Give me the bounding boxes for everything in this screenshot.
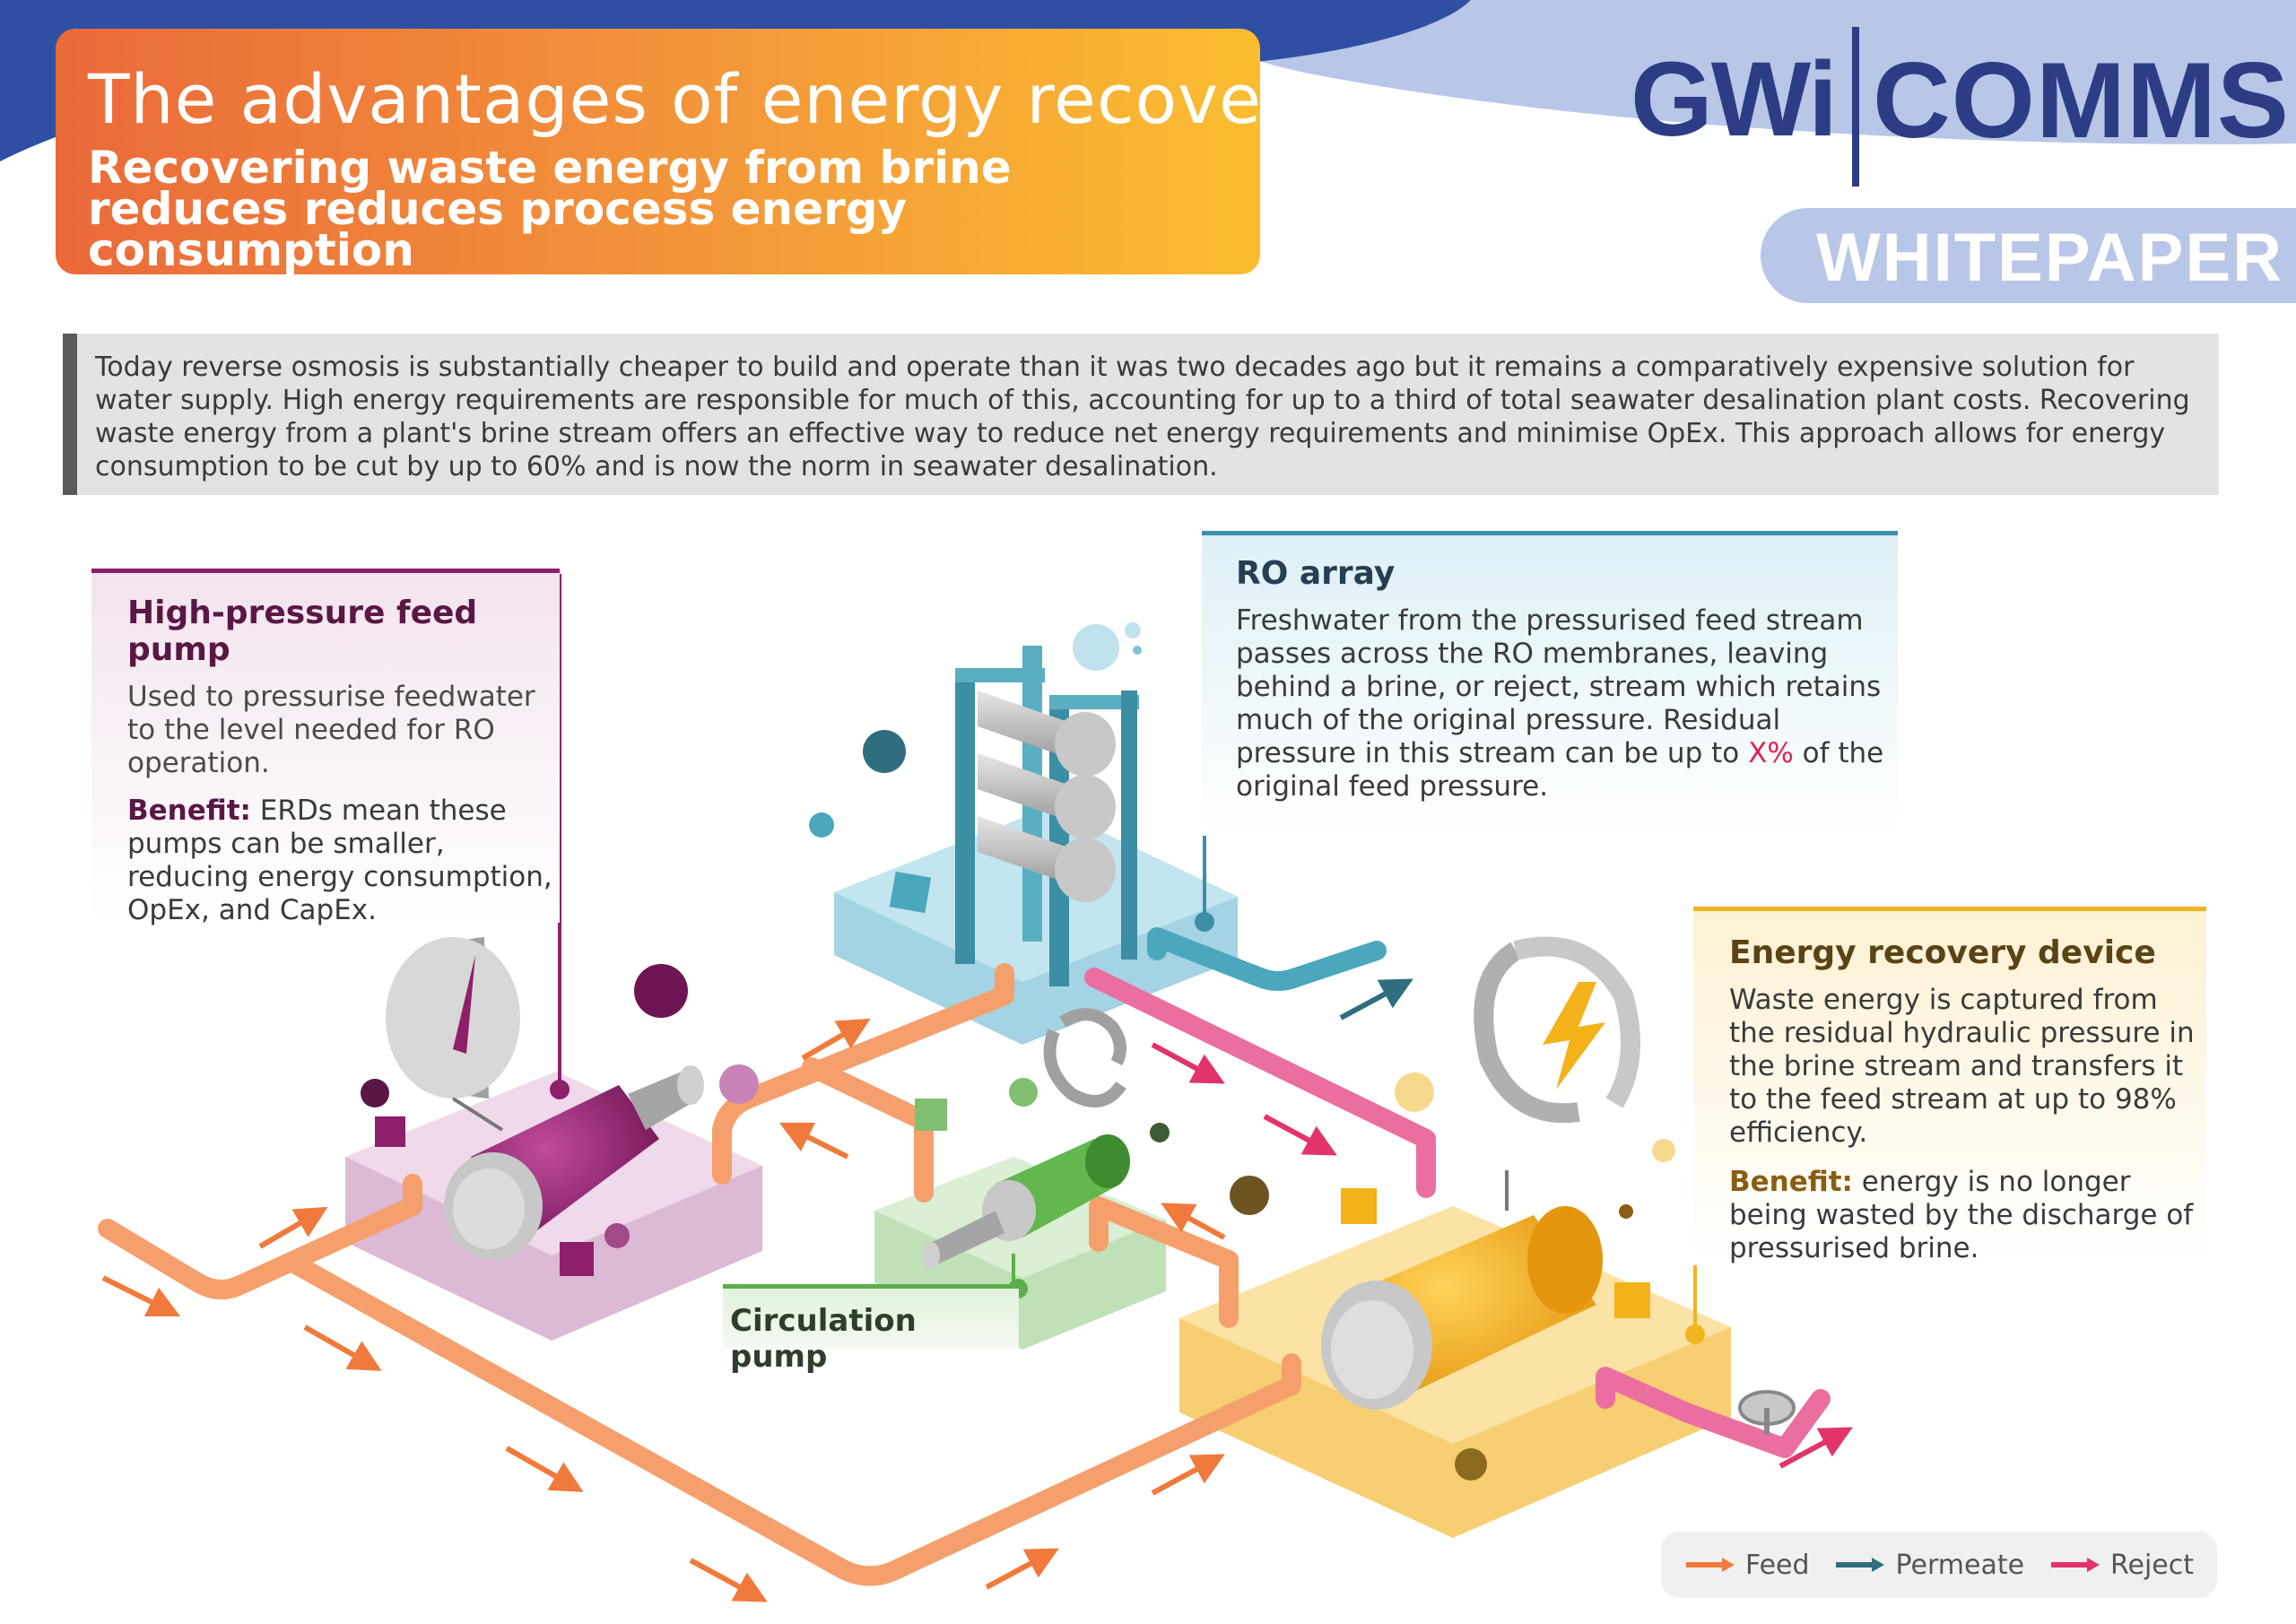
- benefit-label: Benefit:: [1729, 1166, 1853, 1198]
- callout-erd-benefit: Benefit: energy is no longer being waste…: [1729, 1166, 2206, 1265]
- pressure-gauge: [386, 937, 520, 1132]
- callout-feed-pump-title: High-pressure feed pump: [127, 595, 478, 668]
- circulation-cycle-icon: [1043, 1008, 1126, 1107]
- reject-flow-arrows: [1151, 1042, 1853, 1469]
- intro-paragraph: Today reverse osmosis is substantially c…: [63, 334, 2219, 495]
- benefit-text: energy is no longer being wasted by the …: [1729, 1166, 2194, 1264]
- legend-item-permeate: Permeate: [1834, 1550, 2024, 1581]
- logo-divider: [1852, 27, 1859, 187]
- energy-recovery-device: [1321, 1170, 1603, 1410]
- whitepaper-label: WHITEPAPER: [1816, 220, 2284, 296]
- legend-label: Reject: [2110, 1549, 2195, 1581]
- arrow-right-icon: [2051, 1558, 2100, 1572]
- logo-gwi: GWi: [1631, 40, 1838, 159]
- legend-label: Permeate: [1895, 1549, 2025, 1581]
- page-subtitle: Recovering waste energy from brine reduc…: [88, 142, 1012, 276]
- permeate-pipe: [1147, 927, 1387, 991]
- permeate-flow-arrow: [1339, 978, 1413, 1020]
- legend-item-reject: Reject: [2049, 1550, 2194, 1581]
- ro-body-after: of the original feed pressure.: [1236, 737, 1884, 803]
- title-banner: The advantages of energy recovery Recove…: [56, 29, 1331, 276]
- callout-ro-array: RO array Freshwater from the pressurised…: [1202, 531, 1898, 836]
- callout-erd-title: Energy recovery device: [1729, 934, 2156, 971]
- legend-item-feed: Feed: [1684, 1550, 1810, 1581]
- benefit-text: ERDs mean these pumps can be smaller, re…: [127, 795, 552, 926]
- ro-membrane-rack: [955, 646, 1139, 986]
- decorative-shapes: [361, 622, 1675, 1481]
- arrow-right-icon: [1836, 1558, 1885, 1572]
- callout-ro-array-title: RO array: [1236, 555, 1396, 592]
- whitepaper-badge: WHITEPAPER: [1761, 208, 2296, 303]
- ro-pressure-highlight: X%: [1748, 737, 1794, 769]
- logo-comms: COMMS: [1873, 40, 2290, 161]
- callout-ro-array-body: Freshwater from the pressurised feed str…: [1236, 604, 1898, 803]
- feed-pump: [444, 1065, 704, 1260]
- ro-body-before: Freshwater from the pressurised feed str…: [1236, 604, 1882, 769]
- reject-pipes: [1084, 968, 1831, 1458]
- callout-feed-pump-benefit: Benefit: ERDs mean these pumps can be sm…: [127, 795, 560, 927]
- callout-erd-body: Waste energy is captured from the residu…: [1729, 984, 2195, 1149]
- callout-feed-pump: High-pressure feed pump Used to pressuri…: [91, 569, 560, 926]
- page-title: The advantages of energy recovery: [88, 59, 1333, 139]
- legend: Feed Permeate Reject: [1661, 1532, 2217, 1598]
- circulation-pump: [922, 1134, 1130, 1269]
- callout-circulation-pump: Circulation pump: [723, 1284, 1019, 1375]
- discharge-valve-icon: [1738, 1390, 1796, 1435]
- benefit-label: Benefit:: [127, 795, 251, 827]
- callout-energy-recovery-device: Energy recovery device Waste energy is c…: [1693, 907, 2206, 1265]
- legend-label: Feed: [1744, 1549, 1810, 1581]
- callout-feed-pump-body: Used to pressurise feedwater to the leve…: [127, 681, 535, 779]
- energy-cycle-icon: [1474, 936, 1640, 1124]
- feed-flow-arrows: [101, 1018, 1226, 1602]
- arrow-right-icon: [1685, 1558, 1735, 1572]
